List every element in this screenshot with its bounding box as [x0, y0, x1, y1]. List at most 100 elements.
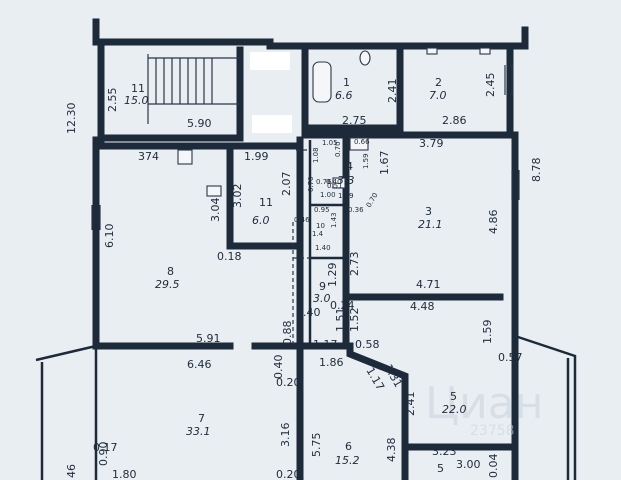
dimension-label: 0.51 [327, 182, 343, 190]
dimension-label: 2.07 [280, 172, 293, 197]
dimension-label: 1.08 [312, 147, 320, 163]
room-number: 5 [437, 462, 444, 475]
dimension-label: 0.66 [354, 138, 370, 146]
dimension-label: 0.90 [97, 442, 110, 467]
dimension-label: 374 [138, 150, 159, 163]
room-number: 4 [346, 160, 353, 173]
room-number: 1 [343, 76, 350, 89]
dimension-label: 1.4 [312, 230, 324, 238]
dimension-label: 10 [316, 222, 325, 230]
room-area: 6.6 [335, 89, 353, 102]
dimension-label: 0.57 [498, 351, 523, 364]
redaction-box [252, 115, 292, 133]
room-area: 6.0 [252, 214, 270, 227]
fixtures [177, 47, 491, 197]
walls [35, 18, 577, 480]
dimension-label: 2.75 [342, 114, 367, 127]
watermark-sub: 23758 [470, 423, 515, 439]
dimension-label: 5.90 [187, 117, 212, 130]
dimensions: 12.30 2.55 5.90 2.75 2.41 2.86 2.45 374 … [65, 73, 543, 480]
dimension-label: 1.59 [481, 320, 494, 345]
dimension-label: 1.86 [319, 356, 344, 369]
dimension-label: 1.29 [326, 263, 339, 288]
dimension-label: 2.55 [106, 88, 119, 113]
dimension-label: 3.04 [209, 198, 222, 223]
dimension-label: 2.73 [348, 252, 361, 277]
room-area: 15.0 [124, 94, 149, 107]
room-area: 3.3 [337, 174, 355, 187]
dimension-label: 12.30 [65, 103, 78, 135]
sink-icon [426, 47, 438, 55]
dimension-label: 3.79 [419, 137, 444, 150]
room-area: 7.0 [429, 89, 447, 102]
toilet-icon [359, 50, 371, 66]
room-number: 5 [450, 390, 457, 403]
room-number: 2 [435, 76, 442, 89]
dimension-label: 3.16 [279, 423, 292, 448]
dimension-label: 3.23 [432, 445, 457, 458]
redaction-box [250, 52, 290, 70]
room-number: 7 [198, 412, 205, 425]
dimension-label: 0.18 [217, 250, 242, 263]
dimension-label: 0.40 [326, 178, 342, 186]
dimension-label: 0.24 [330, 299, 355, 312]
dimension-label: 4.38 [385, 438, 398, 463]
dimension-label: 0.76 [316, 178, 332, 186]
dimension-label: 0.70 [365, 191, 380, 209]
dimension-label: 1.05 [322, 139, 338, 147]
dimension-label: 0.04 [487, 454, 500, 479]
sink-icon [206, 185, 222, 197]
dimension-label: 46 [65, 464, 78, 478]
dimension-label: 6.10 [103, 224, 116, 249]
windows [91, 65, 520, 230]
dimension-label: 0.70 [307, 176, 315, 192]
dimension-label: 1.17 [313, 338, 338, 351]
dimension-label: 1.00 [320, 191, 336, 199]
dimension-label: 1.43 [330, 212, 338, 228]
dimension-label: 0.88 [281, 321, 294, 346]
dimension-label: 0.20 [276, 468, 301, 480]
dimension-label: 0.20 [276, 376, 301, 389]
openings [292, 149, 310, 346]
dimension-label: 5.75 [310, 433, 323, 458]
dimension-label: 2.45 [484, 73, 497, 98]
room-number: 6 [345, 440, 352, 453]
dimension-label: 0.40 [296, 306, 321, 319]
room-area: 22.0 [442, 403, 467, 416]
dimension-label: 1.52 [348, 308, 361, 333]
dimension-label: 3.02 [231, 184, 244, 209]
room-number: 8 [167, 265, 174, 278]
dimension-label: 6.46 [187, 358, 212, 371]
stove-icon [177, 149, 193, 165]
dimension-label: 4.48 [410, 300, 435, 313]
dimension-label: 3.00 [456, 458, 481, 471]
room-area: 15.2 [335, 454, 360, 467]
staircase [147, 54, 240, 124]
dimension-label: 0.36 [348, 206, 364, 214]
dimension-label: 2.86 [442, 114, 467, 127]
room-area: 33.1 [186, 425, 211, 438]
dimension-label: 1.51 [334, 308, 347, 333]
dimension-label: 5.91 [196, 332, 221, 345]
dimension-label: 1.80 [112, 468, 137, 480]
dimension-label: 4.86 [487, 210, 500, 235]
dimension-label: 0.40 [272, 355, 285, 380]
room-number: 11 [259, 196, 273, 209]
riser-icon [332, 177, 346, 189]
dimension-label: 4.71 [416, 278, 441, 291]
watermark-text: Циан [425, 378, 544, 429]
dimension-label: 1.99 [244, 150, 269, 163]
dimension-label: 2.41 [404, 392, 417, 417]
dimension-label: 1.59 [362, 153, 370, 169]
bathtub-icon [312, 61, 332, 103]
dimension-label: 0.95 [314, 206, 330, 214]
dimension-label: 1.40 [315, 244, 331, 252]
dimension-label: 0.58 [355, 338, 380, 351]
dimension-label: 8.78 [530, 158, 543, 183]
dimension-label: 0.70 [334, 141, 342, 157]
dimension-label: 0.46 [294, 216, 310, 224]
room-number: 11 [131, 82, 145, 95]
room-area: 29.5 [155, 278, 180, 291]
dimension-label: 0.17 [93, 441, 118, 454]
